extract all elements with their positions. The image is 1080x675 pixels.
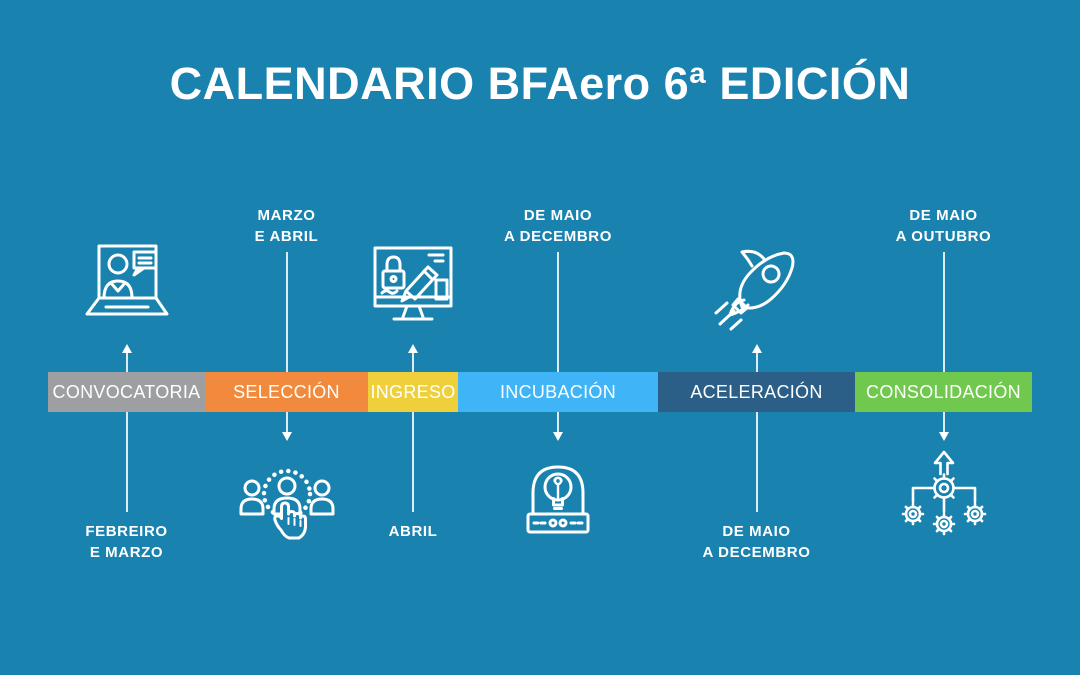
date-label-aceleracion: DE MAIO A DECEMBRO — [637, 521, 877, 563]
date-label-convocatoria: FEBREIRO E MARZO — [7, 521, 247, 563]
timeline-segment-convocatoria: CONVOCATORIA — [48, 372, 205, 412]
timeline-segment-consolidacion: CONSOLIDACIÓN — [855, 372, 1032, 412]
timeline-segment-ingreso: INGRESO — [368, 372, 458, 412]
date-line-2: A DECEMBRO — [504, 228, 612, 245]
date-line-2: A OUTUBRO — [895, 228, 992, 245]
people-selection-icon — [233, 448, 341, 548]
date-line-2: E ABRIL — [254, 228, 319, 245]
stage-label: CONVOCATORIA — [52, 381, 201, 402]
stage-label: SELECCIÓN — [233, 381, 340, 402]
date-line-1: MARZO — [257, 207, 316, 224]
connector-line — [412, 352, 414, 512]
stage-label: INCUBACIÓN — [499, 381, 616, 402]
date-line-1: ABRIL — [388, 523, 438, 540]
date-label-incubacion: DE MAIO A DECEMBRO — [438, 205, 678, 247]
connector-line — [125, 352, 128, 512]
date-line-1: DE MAIO — [523, 207, 593, 224]
timeline-bar: CONVOCATORIA SELECCIÓN INGRESO INCUBACIÓN AC… — [48, 372, 1032, 412]
stage-label: ACELERACIÓN — [690, 381, 823, 402]
arrow-down-icon — [938, 432, 949, 441]
date-line-1: DE MAIO — [722, 523, 791, 540]
contract-signing-icon — [359, 240, 467, 340]
date-line-1: FEBREIRO — [85, 523, 168, 540]
gears-growth-icon — [890, 448, 998, 548]
arrow-down-icon — [553, 432, 563, 441]
stage-label: INGRESO — [370, 381, 456, 402]
stage-label: CONSOLIDACIÓN — [866, 381, 1021, 402]
date-label-consolidacion: DE MAIO A OUTUBRO — [824, 205, 1064, 247]
date-line-1: DE MAIO — [909, 207, 978, 224]
date-label-ingreso: ABRIL — [293, 521, 533, 542]
connector-line — [285, 252, 288, 432]
date-line-2: A DECEMBRO — [702, 544, 811, 561]
page-title: CALENDARIO BFAero 6ª EDICIÓN — [169, 58, 911, 109]
incubator-idea-icon — [504, 448, 612, 548]
date-label-seleccion: MARZO E ABRIL — [167, 205, 407, 247]
video-call-icon — [73, 240, 181, 340]
connector-line — [557, 252, 559, 432]
timeline-segment-seleccion: SELECCIÓN — [205, 372, 368, 412]
connector-line — [755, 352, 758, 512]
arrow-down-icon — [281, 432, 292, 441]
timeline-segment-incubacion: INCUBACIÓN — [458, 372, 658, 412]
rocket-icon — [703, 240, 811, 340]
arrow-up-icon — [408, 344, 418, 353]
arrow-up-icon — [751, 344, 762, 353]
arrow-up-icon — [121, 344, 132, 353]
timeline-segment-aceleracion: ACELERACIÓN — [658, 372, 855, 412]
date-line-2: E MARZO — [89, 544, 164, 561]
connector-line — [942, 252, 945, 432]
